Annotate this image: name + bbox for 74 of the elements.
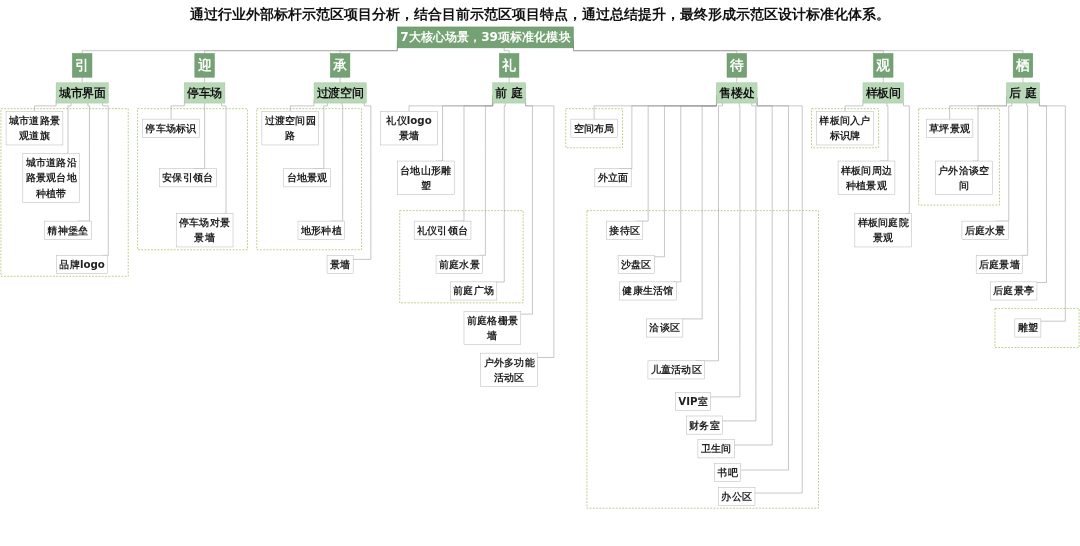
node-box: 草坪景观 <box>926 118 974 138</box>
connector <box>221 102 227 214</box>
node-box: 办公区 <box>718 487 756 506</box>
node-box: 前庭广场 <box>450 281 498 301</box>
connector <box>1020 102 1028 256</box>
node-box: 健康生活馆 <box>619 281 677 301</box>
node-box: 沙盘区 <box>617 255 655 274</box>
connector <box>101 102 109 256</box>
node-box: 后庭水景 <box>961 220 1009 240</box>
node-box: 过渡空间 <box>313 82 367 104</box>
node-box: 售楼处 <box>716 82 758 104</box>
node-box: 前 庭 <box>492 82 526 104</box>
connector <box>81 76 83 84</box>
node-box: 栖 <box>1012 53 1033 78</box>
connector <box>66 102 72 154</box>
node-box: 待 <box>726 53 747 78</box>
node-box: 停车场 <box>184 82 226 104</box>
node-box: 样板间 <box>862 82 904 104</box>
node-box: 前庭水景 <box>435 255 483 274</box>
node-box: 城市道路景观道旗 <box>5 111 64 146</box>
node-box: 书吧 <box>714 463 741 482</box>
node-box: 台地景观 <box>283 168 331 188</box>
node-box: 后庭景亭 <box>990 281 1038 301</box>
connector <box>710 102 741 398</box>
node-box: 样板间入户标识牌 <box>816 111 874 146</box>
node-box: 洽谈区 <box>646 318 684 338</box>
node-box: 后 庭 <box>1006 82 1040 104</box>
cluster <box>565 108 623 149</box>
node-box: 迎 <box>194 53 215 78</box>
node-box: 外立面 <box>594 168 632 188</box>
node-box: 停车场对景景墙 <box>175 213 234 248</box>
node-box: 礼仪logo景墙 <box>380 111 438 146</box>
node-box: 台地山形雕塑 <box>397 160 455 195</box>
title: 通过行业外部标杆示范区项目分析，结合目前示范区项目特点，通过总结提升，最终形成示范区设计标准化体系。 <box>189 5 891 24</box>
node-box: 精神堡垒 <box>44 220 92 240</box>
connector <box>496 102 506 283</box>
node-box: 城市道路沿路景观台地种植带 <box>22 153 80 203</box>
connector <box>503 47 510 54</box>
node-box: 过渡空间园路 <box>261 111 319 146</box>
node-box: 财务室 <box>686 415 723 435</box>
node-box: 接待区 <box>606 220 644 240</box>
node-box: 安保引领台 <box>159 168 217 188</box>
node-box: 雕塑 <box>1014 318 1042 338</box>
node-box: 引 <box>72 53 93 78</box>
node-box: 品牌logo <box>56 255 108 274</box>
connector <box>204 76 205 84</box>
cluster <box>994 308 1080 348</box>
connector <box>352 102 372 260</box>
node-box: 景墙 <box>326 255 354 274</box>
connector <box>722 102 757 422</box>
connector <box>903 102 910 214</box>
connector <box>339 76 341 84</box>
node-box: 停车场标识 <box>142 118 200 138</box>
node-box: 城市界面 <box>55 82 109 104</box>
node-box: 户外多功能活动区 <box>480 352 538 387</box>
node-box: 户外洽谈空间 <box>935 160 993 195</box>
node-box: 承 <box>330 53 351 78</box>
node-box: 后庭景墙 <box>975 255 1023 274</box>
node-box: 卫生间 <box>697 439 735 459</box>
node-box: 样板间周边种植景观 <box>837 160 896 195</box>
node-box: 地形种植 <box>297 220 345 240</box>
connector <box>508 76 510 84</box>
node-box: 礼仪引领台 <box>413 220 472 240</box>
node-box: 观 <box>873 53 894 78</box>
connector <box>736 76 738 84</box>
node-box: 前庭格栅景墙 <box>463 311 522 345</box>
node-box: 空间布局 <box>570 118 618 138</box>
node-box: 样板间庭院景观 <box>854 213 912 248</box>
connector <box>882 76 884 84</box>
node-box: 儿童活动区 <box>647 360 705 380</box>
node-box: 礼 <box>499 53 520 78</box>
cluster <box>918 108 1000 206</box>
node-box: 7大核心场景，39项标准化模块 <box>397 26 574 49</box>
node-box: VIP室 <box>675 392 711 411</box>
